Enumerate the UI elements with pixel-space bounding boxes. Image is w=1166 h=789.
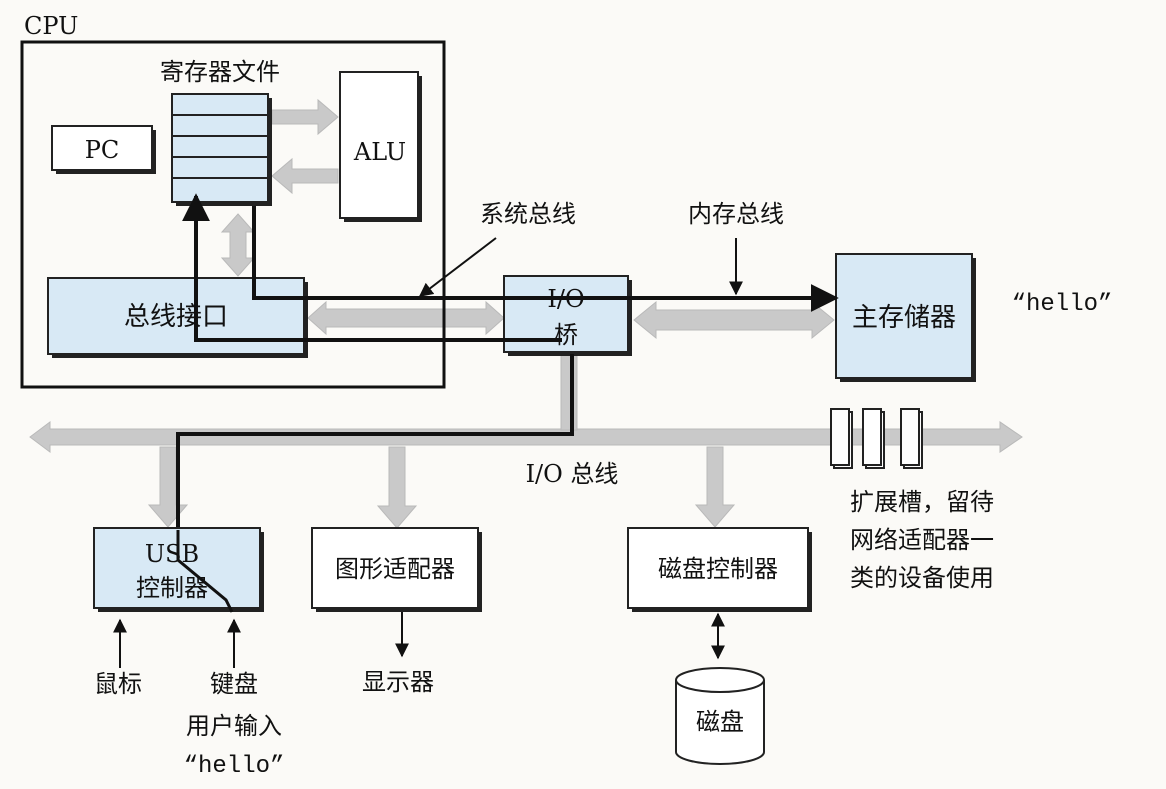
io-bus-label: I/O 总线 [526, 460, 619, 488]
alu [339, 71, 422, 222]
io-bus-arrow [29, 421, 1023, 453]
system-bus-pointer [418, 237, 497, 297]
reg-bus-interface-arrow [220, 213, 256, 277]
hello-in-memory: “hello” [1012, 291, 1113, 318]
disk-controller-label: 磁盘控制器 [658, 555, 778, 583]
io-to-usb-arrow [147, 446, 189, 528]
data-path-usb-bridge [176, 354, 574, 530]
display-label: 显示器 [362, 668, 434, 696]
bus-interface [47, 277, 308, 358]
expansion-slots-line2: 网络适配器一 [850, 526, 994, 554]
user-input-label: 用户输入 [186, 712, 282, 740]
system-bus-label: 系统总线 [480, 200, 576, 228]
io-bridge-label-line2: 桥 [554, 321, 578, 349]
alu-label: ALU [353, 138, 406, 166]
register-file-label: 寄存器文件 [160, 58, 280, 86]
system-bus-arrow [307, 300, 505, 336]
disk-label: 磁盘 [696, 708, 744, 736]
keyboard-input-path [176, 530, 234, 613]
hello-typed-label: “hello” [184, 753, 285, 780]
disk-cylinder [675, 667, 765, 765]
cpu-boundary [20, 40, 446, 389]
mouse-label: 鼠标 [94, 670, 142, 698]
reg-to-alu-arrow [271, 98, 339, 136]
graphics-adapter [311, 527, 482, 612]
data-path-to-memory [252, 206, 839, 312]
expansion-slots-line3: 类的设备使用 [850, 564, 994, 592]
alu-to-reg-arrow [271, 157, 339, 195]
usb-controller-line2: 控制器 [136, 574, 208, 602]
cpu-label: CPU [24, 12, 78, 40]
disk-controller [627, 527, 812, 612]
bridge-io-bus-link [560, 353, 578, 431]
pc-register [51, 125, 156, 174]
data-path-to-registers [182, 193, 562, 342]
pc-label: PC [85, 136, 120, 164]
usb-controller-line1: USB [145, 540, 199, 568]
io-bridge [503, 275, 632, 356]
io-to-graphics-arrow [376, 446, 418, 529]
register-file [171, 93, 272, 206]
keyboard-label: 键盘 [210, 670, 258, 698]
expansion-slots-line1: 扩展槽，留待 [850, 488, 994, 516]
main-memory [835, 253, 976, 382]
io-to-disk-controller-arrow [694, 446, 736, 528]
memory-bus-arrow [633, 300, 835, 340]
bus-interface-label: 总线接口 [124, 302, 228, 332]
memory-bus-label: 内存总线 [688, 200, 784, 228]
graphics-adapter-label: 图形适配器 [335, 555, 455, 583]
main-memory-label: 主存储器 [852, 303, 956, 333]
expansion-slots [830, 408, 923, 469]
gray-buses [29, 98, 1023, 529]
